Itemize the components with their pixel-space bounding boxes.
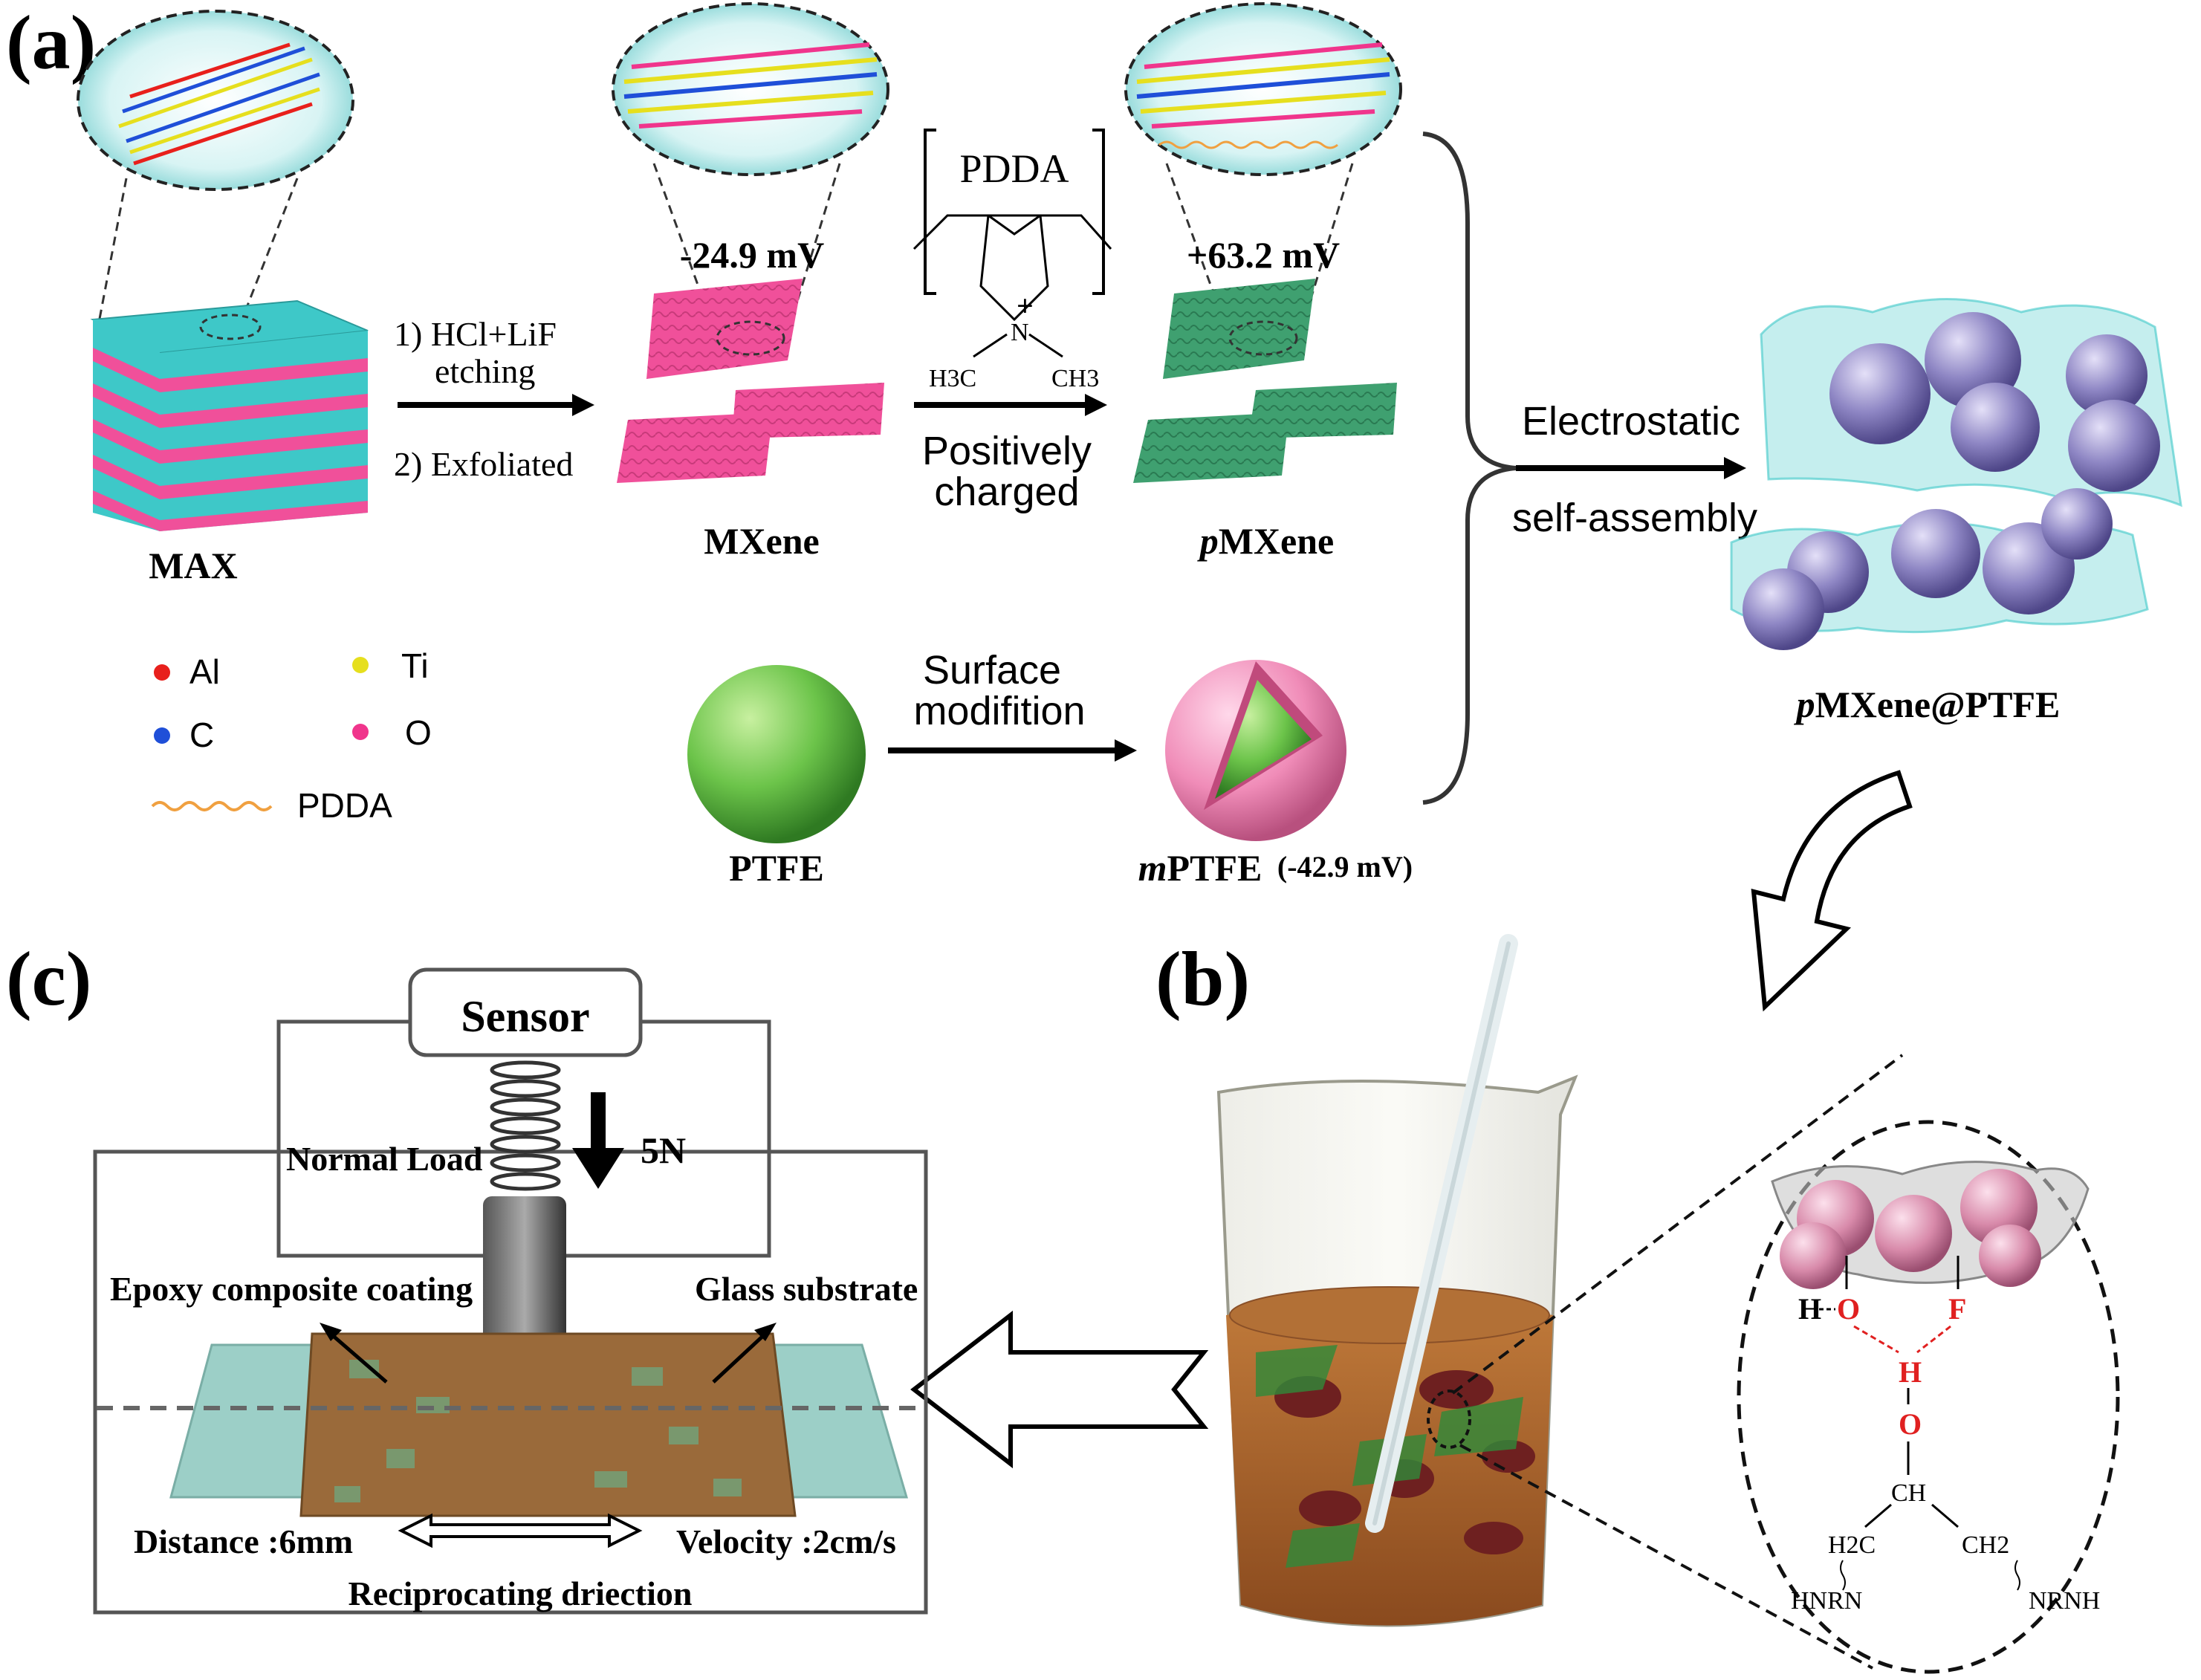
- mptfe-main: PTFE: [1167, 847, 1262, 889]
- pink-particle: [1875, 1195, 1952, 1272]
- chem-h2c: H2C: [1828, 1531, 1876, 1559]
- etch-step-2: 2) Exfoliated: [394, 445, 573, 483]
- chem-ch: CH: [1891, 1479, 1926, 1507]
- legend-o-dot: [352, 724, 369, 740]
- normal-load-label: Normal Load: [286, 1140, 483, 1178]
- composite-sphere: [1891, 509, 1980, 598]
- pdda-h3c: H3C: [929, 365, 976, 392]
- mxene-block: -24.9 mV MXene: [612, 2, 889, 562]
- ptfe-label: PTFE: [729, 847, 824, 889]
- mptfe-prefix: m: [1138, 847, 1167, 889]
- max-label: MAX: [149, 545, 237, 586]
- arrow-electrostatic: Electrostatic self-assembly: [1512, 399, 1757, 540]
- pink-particle: [1979, 1225, 2041, 1287]
- pmxene-zeta: +63.2 mV: [1187, 234, 1340, 276]
- pmxene-crystal-zoom: [1136, 42, 1390, 149]
- chem-hnrn: HNRN: [1791, 1587, 1862, 1615]
- load-value: 5N: [641, 1129, 686, 1171]
- modification-label: modifition: [913, 689, 1085, 733]
- chem-h: H: [1798, 1292, 1821, 1326]
- beaker-block: [1216, 934, 1904, 1670]
- arrow-etching: 1) HCl+LiF etching 2) Exfoliated: [394, 315, 594, 483]
- combine-brace: [1422, 132, 1517, 805]
- chem-nrnh: NRNH: [2029, 1587, 2100, 1615]
- legend-c: C: [189, 716, 214, 754]
- pmxene-label: pMXene: [1197, 520, 1335, 562]
- reciprocating-arrow: [398, 1513, 643, 1548]
- legend-pdda-line: [151, 801, 273, 811]
- legend-c-dot: [154, 727, 170, 744]
- surface-label: Surface: [923, 648, 1061, 693]
- chem-f: F: [1948, 1292, 1966, 1326]
- pmxene-block: +63.2 mV pMXene: [1124, 2, 1402, 562]
- composite-sphere: [2041, 488, 2113, 560]
- etch-step-1: 1) HCl+LiF: [394, 315, 557, 353]
- pdda-n: N: [1011, 319, 1029, 346]
- spring: [490, 1060, 561, 1191]
- pmxene-prefix: p: [1197, 520, 1219, 562]
- element-legend: Al Ti C O PDDA: [151, 646, 432, 825]
- interaction-zoom: H O F H O CH H2C CH2 HNRN NRNH: [1737, 1120, 2120, 1674]
- ptfe-sphere: [687, 665, 866, 843]
- composite-block: pMXene@PTFE: [1730, 298, 2182, 725]
- curved-process-arrow: [1751, 770, 1913, 1012]
- pdda-structure: PDDA N + H3C CH3: [913, 129, 1112, 392]
- panel-label-c: (c): [6, 936, 91, 1022]
- legend-o: O: [405, 713, 432, 752]
- composite-main: MXene@PTFE: [1815, 684, 2061, 725]
- pdda-plus: +: [1017, 289, 1034, 322]
- chem-o: O: [1837, 1292, 1860, 1326]
- glass-label: Glass substrate: [695, 1270, 918, 1308]
- distance-label: Distance :6mm: [134, 1522, 353, 1560]
- load-arrow: [572, 1148, 624, 1189]
- legend-ti-dot: [352, 657, 369, 673]
- epoxy-coating: [299, 1332, 797, 1517]
- self-assembly-label: self-assembly: [1512, 496, 1757, 540]
- composite-sphere: [1951, 383, 2040, 472]
- pdda-ch3: CH3: [1051, 365, 1099, 392]
- max-stripes: [93, 348, 368, 531]
- positively-label: Positively: [922, 429, 1092, 473]
- hollow-arrow-b-to-c: [910, 1310, 1209, 1469]
- coating-label: Epoxy composite coating: [110, 1270, 473, 1308]
- pmxene-main: MXene: [1219, 520, 1335, 562]
- chem-ch2: CH2: [1962, 1531, 2009, 1559]
- composite-prefix: p: [1794, 684, 1815, 725]
- chem-h-mid: H: [1899, 1355, 1922, 1389]
- legend-al: Al: [189, 652, 220, 691]
- tribometer-block: Sensor 5N Normal Load: [93, 967, 928, 1615]
- charged-label: charged: [934, 470, 1079, 514]
- composite-sphere: [1829, 343, 1931, 444]
- arrow-surface-modification: Surface modifition: [888, 648, 1137, 762]
- sensor-label: Sensor: [461, 992, 589, 1041]
- panel-label-a: (a): [6, 0, 96, 85]
- mxene-zeta: -24.9 mV: [680, 234, 824, 276]
- max-block: MAX: [77, 10, 369, 586]
- composite-sphere: [2066, 334, 2147, 416]
- composite-sphere: [2068, 400, 2160, 492]
- etch-step-1b: etching: [435, 352, 535, 390]
- pdda-label: PDDA: [959, 146, 1069, 191]
- mptfe-zeta: (-42.9 mV): [1277, 850, 1413, 883]
- mptfe-label: mPTFE: [1138, 847, 1262, 889]
- ptfe-block: PTFE: [687, 665, 866, 889]
- legend-pdda: PDDA: [297, 786, 392, 825]
- electrostatic-label: Electrostatic: [1522, 399, 1740, 444]
- composite-sphere: [1743, 568, 1824, 650]
- legend-ti: Ti: [401, 646, 429, 685]
- pink-particle: [1780, 1222, 1847, 1289]
- chem-o-mid: O: [1899, 1407, 1922, 1441]
- max-crystal-zoom: [118, 42, 320, 166]
- composite-label: pMXene@PTFE: [1794, 684, 2061, 725]
- sensor-box: [408, 967, 643, 1057]
- mxene-label: MXene: [704, 520, 820, 562]
- panel-label-b: (b): [1155, 936, 1250, 1022]
- arrow-positively-charged: Positively charged: [914, 394, 1107, 514]
- direction-label: Reciprocating driection: [349, 1574, 693, 1612]
- velocity-label: Velocity :2cm/s: [676, 1522, 896, 1560]
- mptfe-block: mPTFE (-42.9 mV): [1138, 660, 1413, 889]
- mxene-crystal-zoom: [623, 42, 878, 129]
- legend-al-dot: [154, 664, 170, 681]
